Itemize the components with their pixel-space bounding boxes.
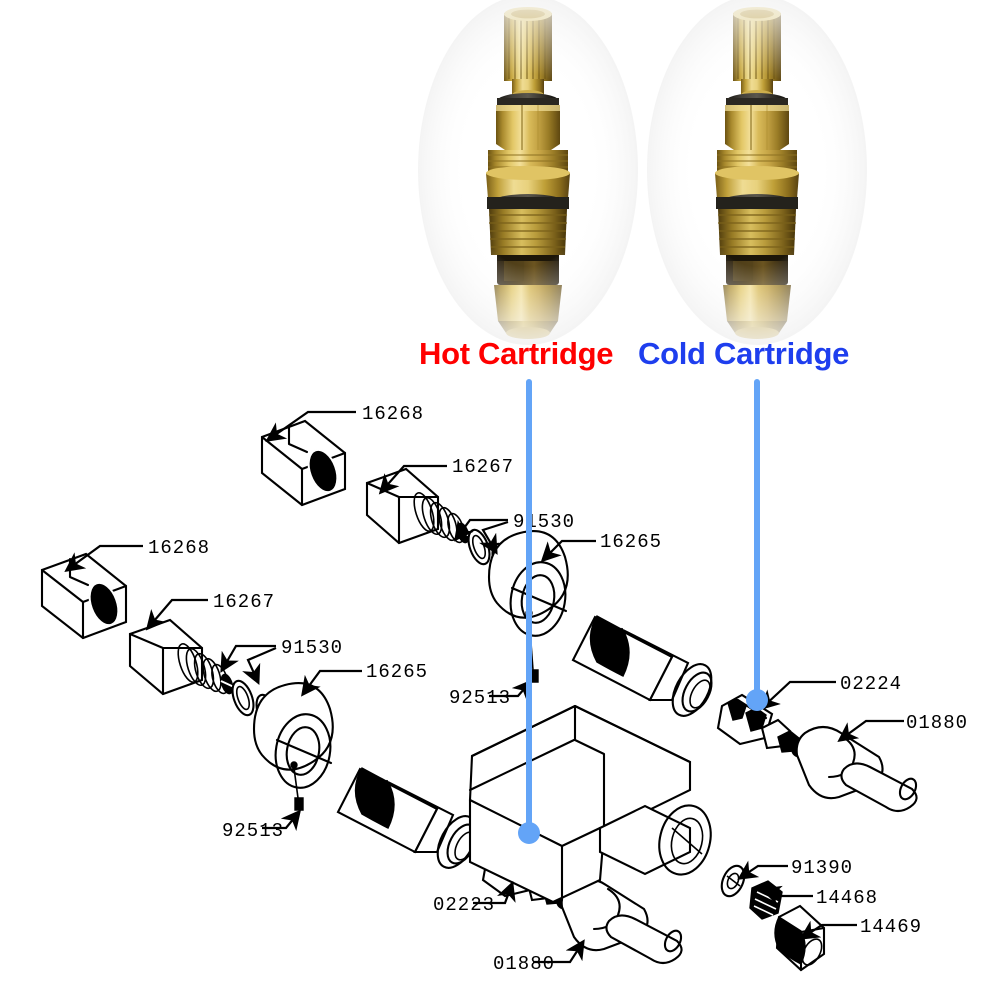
part-number: 16265: [366, 661, 428, 683]
part-number: 92513: [449, 687, 511, 709]
part-16268-lower: [40, 552, 128, 640]
part-number: 14468: [816, 887, 878, 909]
part-number: 16268: [362, 403, 424, 425]
faucet-body: [468, 704, 712, 904]
spout-tube-upper: [571, 615, 713, 717]
part-16267-lower: [128, 618, 235, 696]
part-number: 02223: [433, 894, 495, 916]
part-number: 16268: [148, 537, 210, 559]
cold-cartridge-label: Cold Cartridge: [638, 336, 850, 371]
part-number-labels: 16268 16267 91530 16265 16268 16267 9153…: [148, 403, 968, 975]
hot-cartridge-label: Hot Cartridge: [419, 336, 614, 371]
part-number: 16265: [600, 531, 662, 553]
part-number: 02224: [840, 673, 902, 695]
part-number: 91390: [791, 857, 853, 879]
part-16267-upper: [365, 467, 471, 545]
part-01880-handle-right: [795, 725, 918, 813]
part-number: 91530: [513, 511, 575, 533]
part-14469-aerator-cap: [774, 904, 826, 972]
cold-cartridge-photo: [647, 0, 867, 345]
spout-tube-lower: [336, 767, 478, 869]
part-number: 92513: [222, 820, 284, 842]
part-16265-collar-lower: [252, 682, 334, 789]
cold-pointer-line: [746, 379, 768, 711]
part-number: 16267: [452, 456, 514, 478]
part-number: 14469: [860, 916, 922, 938]
part-number: 91530: [281, 637, 343, 659]
part-16268-upper: [260, 419, 347, 507]
part-91390-washer: [720, 864, 746, 898]
hot-cartridge-photo: [418, 0, 638, 345]
part-14468-insert: [749, 880, 783, 920]
part-number: 01880: [493, 953, 555, 975]
part-01880-handle-front: [560, 877, 683, 965]
part-92513-screw-lower: [293, 767, 304, 811]
part-number: 16267: [213, 591, 275, 613]
part-number: 01880: [906, 712, 968, 734]
leader-lines: [64, 410, 904, 964]
hot-pointer-line: [518, 379, 540, 844]
